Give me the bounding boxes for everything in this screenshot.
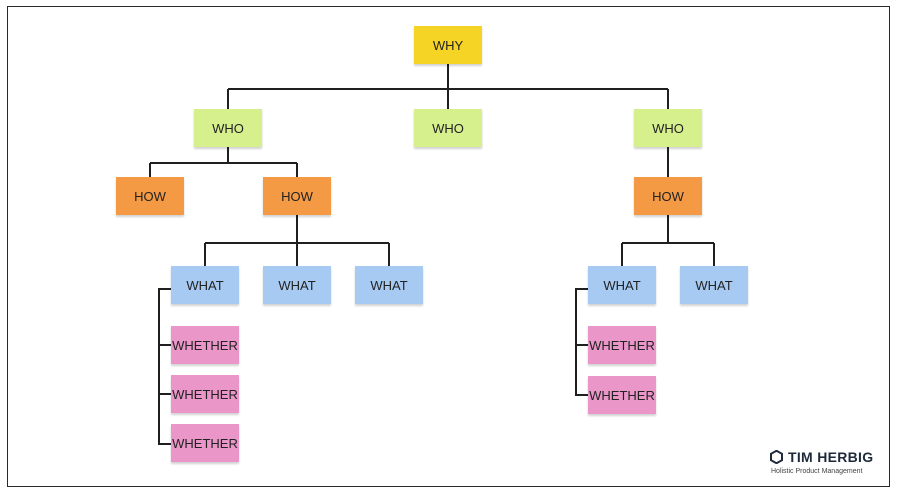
brand-logo: TIM HERBIG Holistic Product Management <box>770 449 873 475</box>
whether-note-left-2: WHETHER <box>171 375 239 413</box>
connector-what-whether-right <box>575 288 588 396</box>
brand-tagline: Holistic Product Management <box>771 468 863 475</box>
how-note-left-2: HOW <box>263 177 331 215</box>
hexagon-logo-icon <box>770 450 783 464</box>
how-note-left-1: HOW <box>116 177 184 215</box>
whether-note-right-1: WHETHER <box>588 326 656 364</box>
connector-why-who <box>227 64 669 109</box>
whether-note-left-1: WHETHER <box>171 326 239 364</box>
what-note-left-3: WHAT <box>355 266 423 304</box>
how-note-right: HOW <box>634 177 702 215</box>
connector-who-how-left <box>149 147 298 177</box>
brand-name: TIM HERBIG <box>788 449 874 465</box>
who-note-right: WHO <box>634 109 702 147</box>
what-note-left-1: WHAT <box>171 266 239 304</box>
what-note-right-1: WHAT <box>588 266 656 304</box>
who-note-center: WHO <box>414 109 482 147</box>
why-note: WHY <box>414 26 482 64</box>
diagram-frame <box>7 6 890 487</box>
what-note-right-2: WHAT <box>680 266 748 304</box>
whether-note-right-2: WHETHER <box>588 376 656 414</box>
what-note-left-2: WHAT <box>263 266 331 304</box>
connector-how-what-right <box>621 215 715 266</box>
connector-what-whether-left <box>158 288 171 445</box>
whether-note-left-3: WHETHER <box>171 424 239 462</box>
who-note-left: WHO <box>194 109 262 147</box>
connector-how-what-left <box>204 215 390 266</box>
